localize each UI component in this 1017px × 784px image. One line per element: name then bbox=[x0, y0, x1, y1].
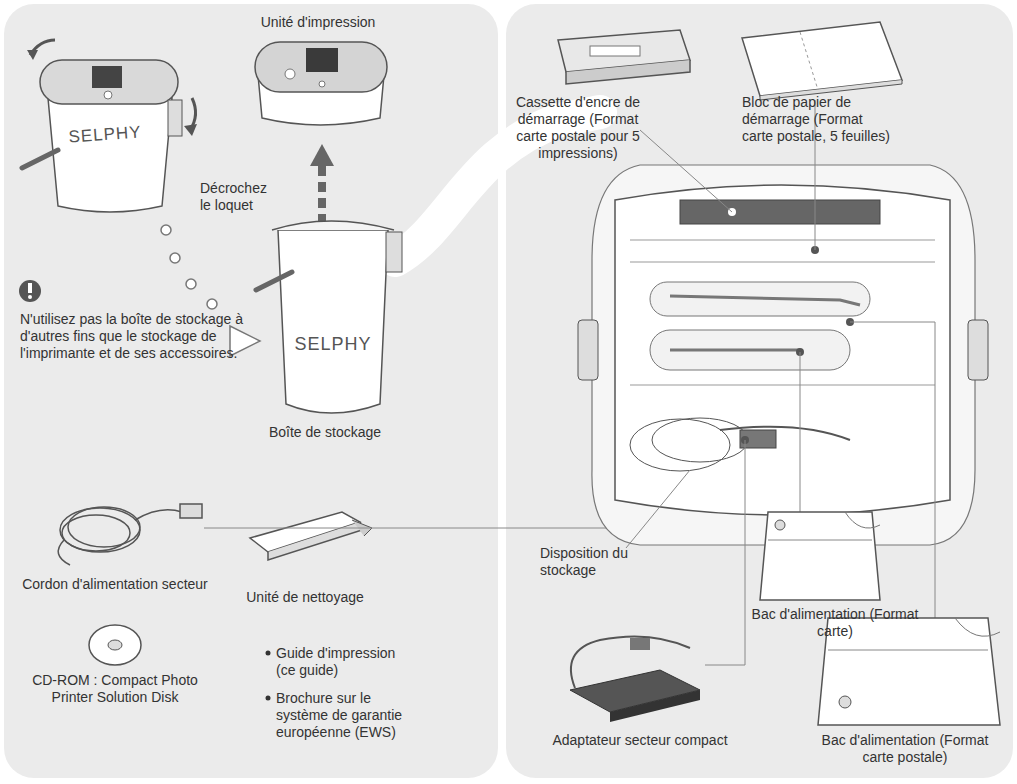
part-label: Unité d'impression bbox=[218, 14, 418, 31]
warning-icon bbox=[19, 280, 41, 302]
part-label: Bac d'alimentation (Format carte) bbox=[735, 606, 935, 640]
lift-arrow bbox=[310, 144, 334, 224]
cleaning-unit bbox=[250, 512, 372, 560]
part-label: Boîte de stockage bbox=[225, 424, 425, 441]
callout-text: Décrochez le loquet bbox=[200, 180, 280, 214]
storage-box bbox=[256, 221, 402, 413]
part-label: Cassette d'encre de démarrage (Format ca… bbox=[503, 94, 653, 162]
document-item: Brochure sur le système de garantie euro… bbox=[276, 690, 426, 741]
part-label: Disposition du stockage bbox=[540, 545, 640, 579]
part-label: Bac d'alimentation (Format carte postale… bbox=[805, 732, 1005, 766]
paper-pad bbox=[742, 22, 902, 100]
part-label: Unité de nettoyage bbox=[205, 589, 405, 606]
leader-lines bbox=[626, 100, 935, 665]
card-tray bbox=[760, 512, 880, 600]
part-label: CD-ROM : Compact Photo Printer Solution … bbox=[15, 672, 215, 706]
document-item: Guide d'impression (ce guide) bbox=[276, 645, 416, 679]
brand-text: SELPHY bbox=[55, 123, 156, 147]
box-with-printer bbox=[22, 40, 197, 212]
brand-text: SELPHY bbox=[283, 336, 383, 353]
storage-layout bbox=[578, 165, 988, 545]
cd-rom bbox=[89, 625, 141, 665]
ac-adapter bbox=[570, 636, 700, 722]
part-label: Adaptateur secteur compact bbox=[540, 732, 740, 749]
bullet bbox=[266, 696, 271, 701]
part-label: Bloc de papier de démarrage (Format cart… bbox=[742, 94, 892, 145]
print-unit bbox=[255, 42, 387, 125]
note-text: N'utilisez pas la boîte de stockage à d'… bbox=[20, 311, 265, 362]
bullet bbox=[266, 651, 271, 656]
power-cord bbox=[58, 504, 202, 565]
left-panel bbox=[4, 4, 498, 778]
part-label: Cordon d'alimentation secteur bbox=[15, 576, 215, 593]
ink-cassette bbox=[558, 30, 690, 84]
leader-line bbox=[204, 505, 632, 528]
